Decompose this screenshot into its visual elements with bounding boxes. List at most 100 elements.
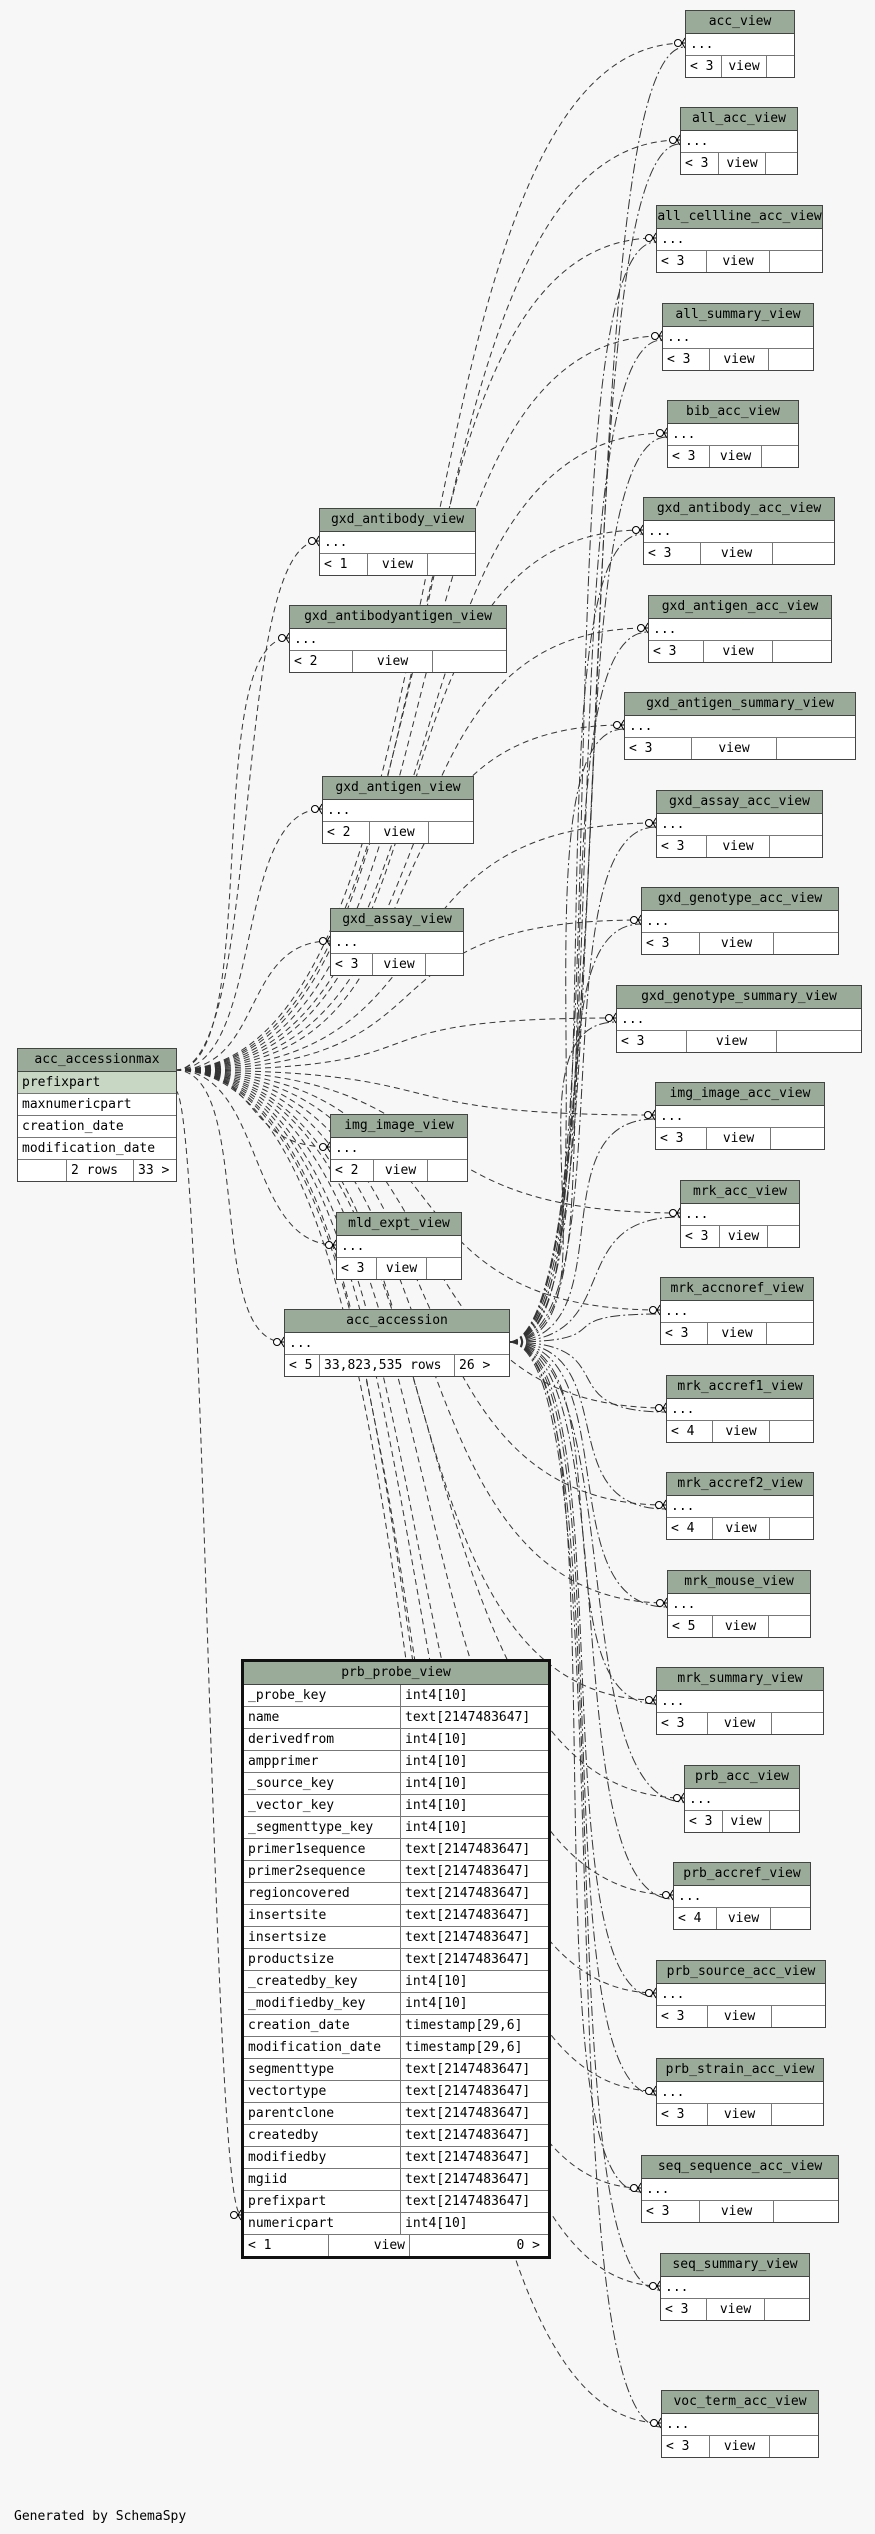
crowsfoot-marker: [662, 1402, 667, 1414]
table-title: gxd_antibody_view: [320, 509, 475, 532]
crowsfoot-marker: [632, 526, 640, 534]
fk-line: [174, 1069, 331, 1148]
fk-line: [507, 1341, 662, 2428]
column-row: ...: [625, 716, 855, 738]
fk-line: [174, 1069, 667, 1409]
column-row: ...: [686, 34, 794, 56]
column-type: text[2147483647]: [405, 2062, 531, 2077]
column-name: _createdby_key: [244, 1971, 401, 1992]
crowsfoot-marker: [325, 1241, 333, 1249]
table-title: prb_acc_view: [685, 1766, 799, 1789]
column-row: creation_date: [18, 1116, 176, 1138]
crowsfoot-marker: [662, 1499, 667, 1511]
column-type: int4[10]: [405, 1820, 468, 1835]
table-title: img_image_view: [331, 1115, 467, 1138]
fk-line: [507, 436, 668, 1343]
crowsfoot-marker: [645, 1989, 653, 1997]
table-acc-accession[interactable]: acc_accession ... < 5 33,823,535 rows 26…: [284, 1309, 510, 1377]
crowsfoot-marker: [645, 2087, 653, 2095]
column-type: text[2147483647]: [405, 1710, 531, 1725]
column-row: modification_date: [18, 1138, 176, 1160]
fk-line: [507, 1341, 685, 1803]
column-row: ...: [285, 1333, 509, 1355]
crowsfoot-marker: [663, 427, 668, 439]
fk-line: [174, 1069, 656, 1116]
fk-line: [174, 529, 644, 1071]
fk-line: [507, 533, 644, 1343]
table-title: all_acc_view: [681, 108, 797, 131]
table-footer: 2 rows 33 >: [18, 1160, 176, 1181]
column-type: text[2147483647]: [405, 1864, 531, 1879]
column-name: _segmenttype_key: [244, 1817, 401, 1838]
table-title: all_summary_view: [663, 304, 813, 327]
column-row: ...: [668, 1594, 810, 1616]
crowsfoot-marker: [237, 2209, 242, 2221]
fk-line: [174, 627, 649, 1071]
crowsfoot-marker: [669, 1209, 677, 1217]
crowsfoot-marker: [669, 136, 677, 144]
column-row: ...: [656, 1106, 824, 1128]
column-name: createdby: [244, 2125, 401, 2146]
crowsfoot-marker: [630, 916, 638, 924]
table-title: gxd_antigen_acc_view: [649, 596, 831, 619]
crowsfoot-marker: [681, 37, 686, 49]
table-title: bib_acc_view: [668, 401, 798, 424]
table-acc-accessionmax[interactable]: acc_accessionmax prefixpart maxnumericpa…: [17, 1048, 177, 1182]
column-name: parentclone: [244, 2103, 401, 2124]
column-name: primer1sequence: [244, 1839, 401, 1860]
fk-line: [507, 631, 649, 1343]
fk-line: [174, 540, 320, 1071]
fk-line: [507, 1216, 681, 1343]
fk-line: [507, 1341, 657, 2096]
crowsfoot-marker: [663, 1597, 668, 1609]
crowsfoot-marker: [318, 803, 323, 815]
fk-line: [507, 1341, 661, 2291]
column-type: timestamp[29,6]: [405, 2018, 523, 2033]
crowsfoot-marker: [311, 805, 319, 813]
column-type: text[2147483647]: [405, 1952, 531, 1967]
crowsfoot-marker: [332, 1239, 337, 1251]
column-row: prefixpart: [18, 1072, 176, 1094]
